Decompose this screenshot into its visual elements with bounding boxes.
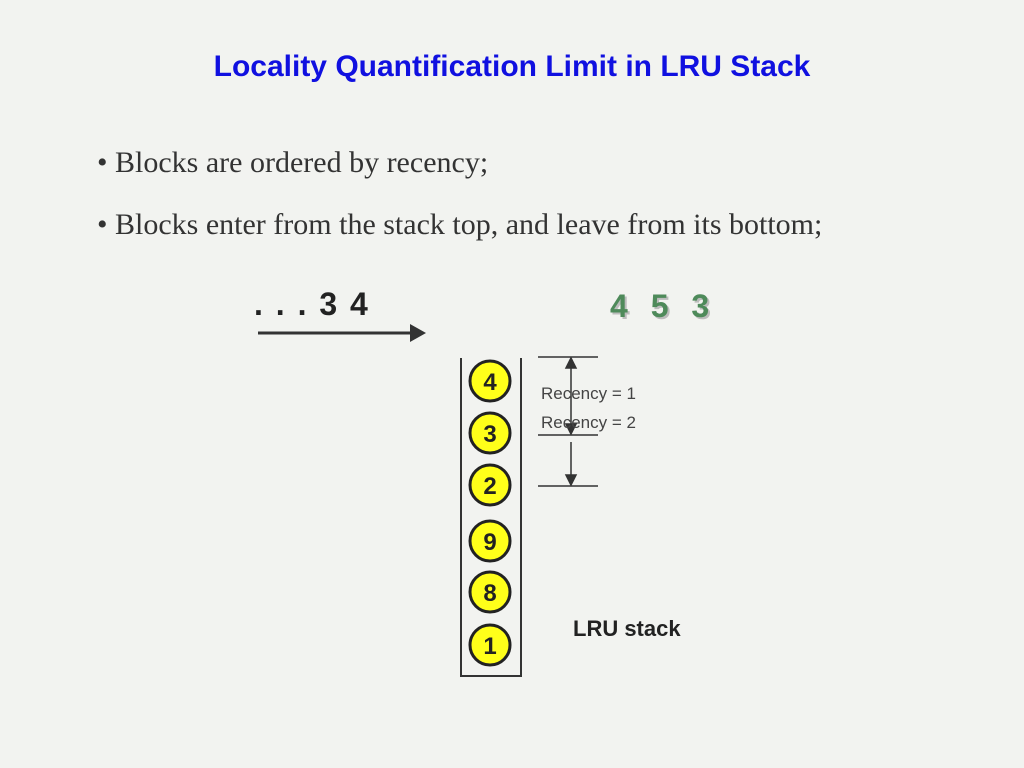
stack-block: 4	[468, 359, 512, 403]
stack-block: 3	[468, 411, 512, 455]
svg-text:8: 8	[483, 580, 496, 607]
svg-text:2: 2	[483, 473, 496, 500]
stack-block: 2	[468, 463, 512, 507]
stack-block: 8	[468, 570, 512, 614]
stack-block: 1	[468, 623, 512, 667]
stack-block: 9	[468, 519, 512, 563]
access-arrow	[258, 324, 426, 342]
svg-text:1: 1	[483, 633, 496, 660]
svg-text:9: 9	[483, 529, 496, 556]
bullet-ordered-by-recency: • Blocks are ordered by recency;	[97, 146, 489, 179]
access-sequence: . . . 3 4	[254, 286, 370, 322]
incoming-sequence: 4 5 3	[610, 288, 710, 324]
bullet-enter-leave: • Blocks enter from the stack top, and l…	[97, 208, 823, 241]
slide-title: Locality Quantification Limit in LRU Sta…	[213, 50, 811, 83]
svg-text:3: 3	[483, 421, 496, 448]
stack-container	[460, 358, 522, 677]
lru-stack-label: LRU stack	[573, 616, 681, 641]
recency-1-label: Recency = 1	[541, 384, 636, 403]
recency-marker	[538, 356, 598, 487]
recency-2-label: Recency = 2	[541, 413, 636, 432]
svg-text:4: 4	[483, 369, 497, 396]
